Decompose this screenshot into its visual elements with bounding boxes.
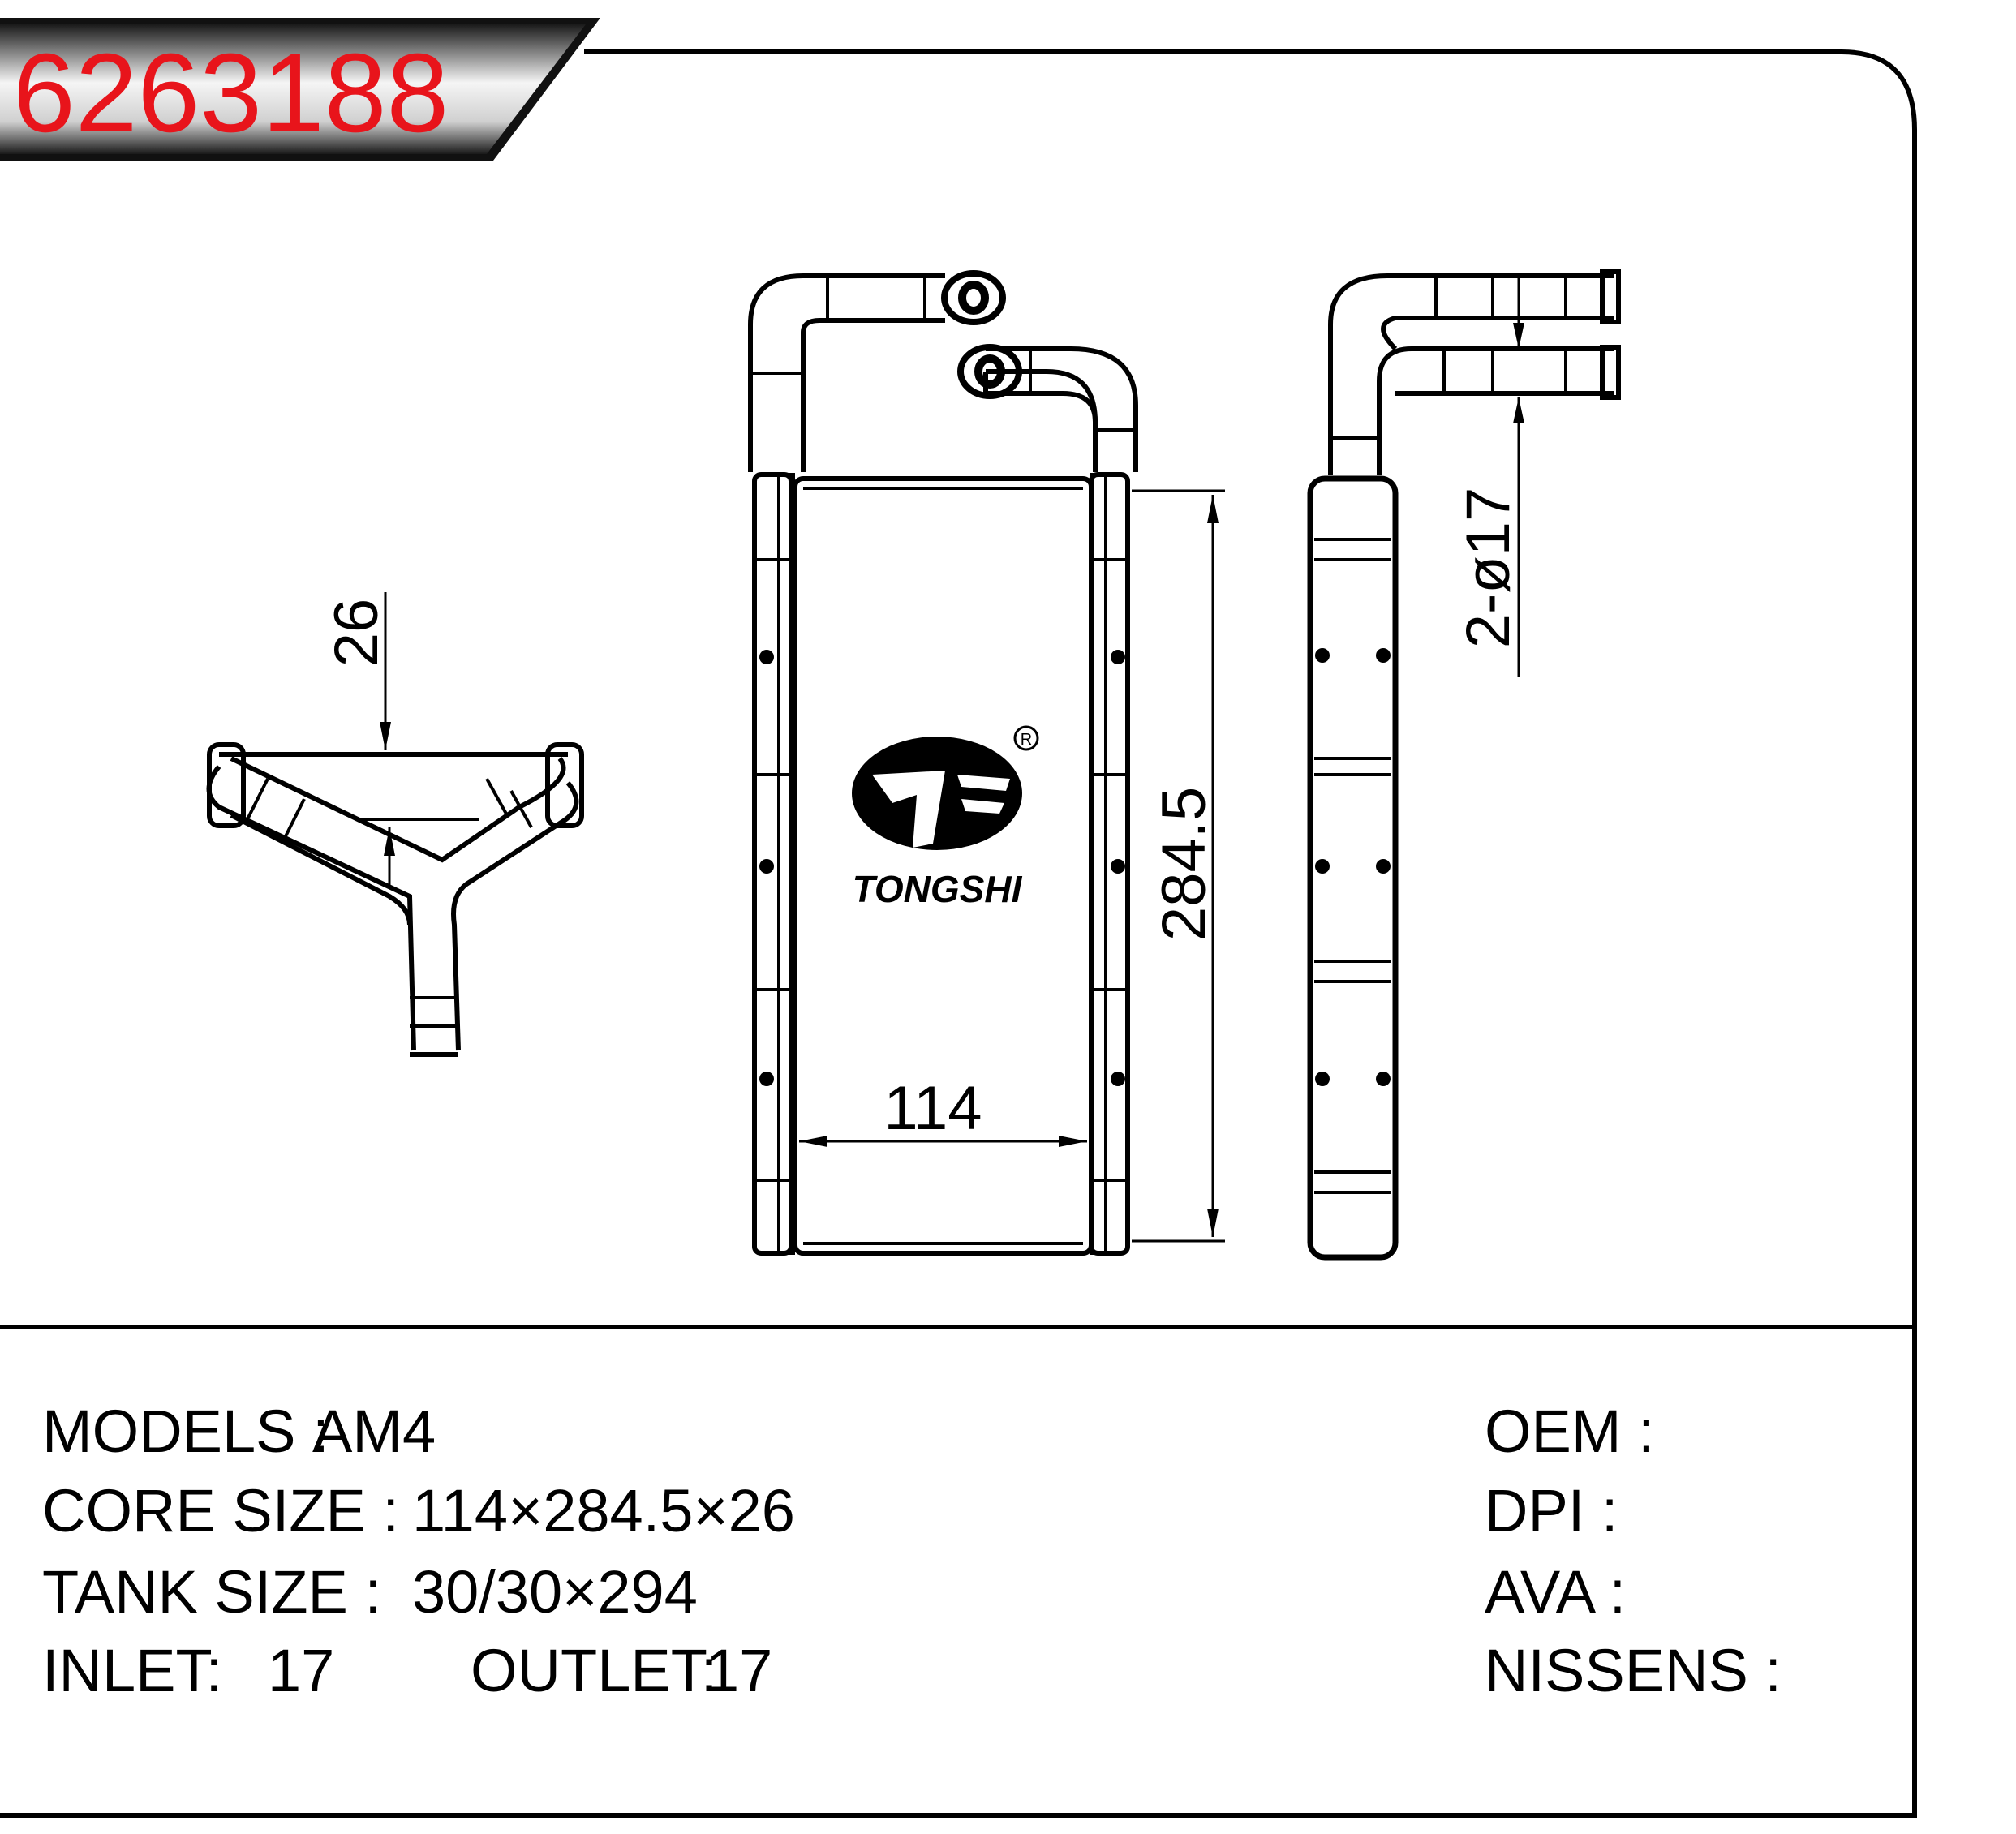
outlet-value: 17	[706, 1637, 772, 1704]
dimension-height: 284.5	[1132, 489, 1225, 1243]
height-label: 284.5	[1150, 787, 1219, 941]
models-value: AM4	[312, 1398, 436, 1465]
spec-block: MODELS : AM4 CORE SIZE : 114×284.5×26 TA…	[42, 1398, 795, 1704]
nissens-label: NISSENS :	[1485, 1637, 1782, 1704]
side-view	[1307, 269, 1621, 1261]
tank-size-label: TANK SIZE :	[42, 1558, 381, 1626]
ava-label: AVA :	[1485, 1558, 1626, 1626]
core-size-label: CORE SIZE :	[42, 1477, 399, 1544]
pipe-diameter-label: 2-ø17	[1454, 487, 1523, 649]
sheet-frame	[0, 49, 1917, 1818]
tongshi-logo: R TONGSHI	[852, 725, 1039, 910]
outlet-label: OUTLET:	[471, 1637, 717, 1704]
oem-label: OEM :	[1485, 1398, 1655, 1465]
top-view	[206, 592, 584, 1057]
registered-mark: R	[1021, 731, 1032, 749]
front-view	[748, 270, 1138, 1256]
dimension-width: 114	[799, 1074, 1087, 1147]
tank-size-value: 30/30×294	[412, 1558, 698, 1626]
width-label: 114	[883, 1074, 982, 1143]
inlet-value: 17	[268, 1637, 334, 1704]
brand-name: TONGSHI	[853, 868, 1023, 910]
inlet-label: INLET:	[42, 1637, 222, 1704]
models-label: MODELS :	[42, 1398, 329, 1465]
part-number: 6263188	[13, 31, 449, 156]
part-number-banner: 6263188	[0, 18, 600, 161]
depth-label: 26	[322, 599, 391, 668]
core-size-value: 114×284.5×26	[412, 1477, 795, 1544]
reference-block: OEM : DPI : AVA : NISSENS :	[1485, 1398, 1782, 1704]
registered-mark-icon	[1013, 725, 1039, 751]
dpi-label: DPI :	[1485, 1477, 1618, 1544]
